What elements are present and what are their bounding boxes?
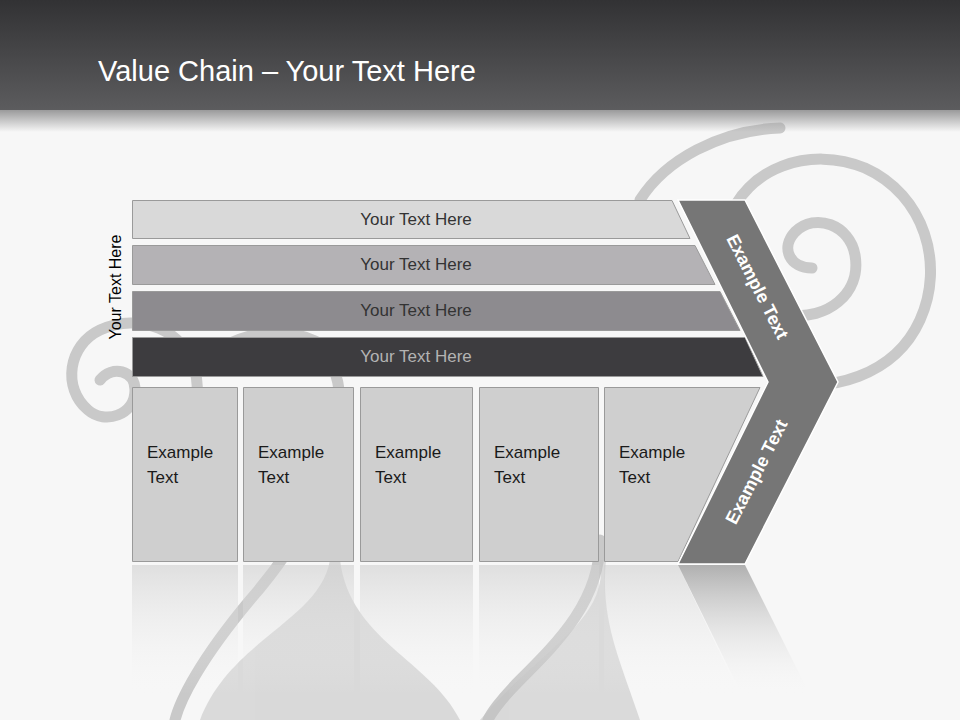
primary-activity-box: Example Text <box>243 387 354 562</box>
support-activity-band: Your Text Here <box>132 291 742 331</box>
band-label: Your Text Here <box>132 337 700 377</box>
primary-activity-box: Example Text <box>479 387 599 562</box>
box-label: Example Text <box>375 440 460 490</box>
axis-label: Your Text Here <box>107 235 125 340</box>
support-activity-band: Your Text Here <box>132 245 717 285</box>
band-label: Your Text Here <box>132 200 700 239</box>
slide-title: Value Chain – Your Text Here <box>98 55 476 88</box>
shape-fill <box>133 292 741 331</box>
box-label: Example Text <box>258 440 343 490</box>
swirl <box>640 128 780 200</box>
shape-outline <box>676 198 842 566</box>
box-reflection <box>479 565 599 695</box>
shape-fill <box>133 338 764 377</box>
shape-fill <box>480 388 599 562</box>
box-reflection <box>360 565 473 695</box>
primary-activity-box: Example Text <box>132 387 238 562</box>
primary-activity-box: Example Text <box>360 387 473 562</box>
box-label: Example Text <box>147 440 227 490</box>
margin-chevron: Example TextExample Text <box>676 198 842 566</box>
shape-fill <box>133 388 238 562</box>
box-label: Example Text <box>619 440 667 490</box>
chevron-reflection <box>678 565 810 695</box>
band-label: Your Text Here <box>132 245 700 285</box>
box-label: Example Text <box>494 440 579 490</box>
shape-fill <box>244 388 354 562</box>
box-reflection <box>243 565 354 695</box>
band-label: Your Text Here <box>132 291 700 331</box>
support-activity-band: Your Text Here <box>132 337 765 377</box>
shape-fill <box>361 388 473 562</box>
support-activity-band: Your Text Here <box>132 200 692 239</box>
header-fade <box>0 110 960 132</box>
box-reflection <box>132 565 238 695</box>
shape-fill <box>133 246 716 285</box>
shape-fill <box>678 200 838 564</box>
